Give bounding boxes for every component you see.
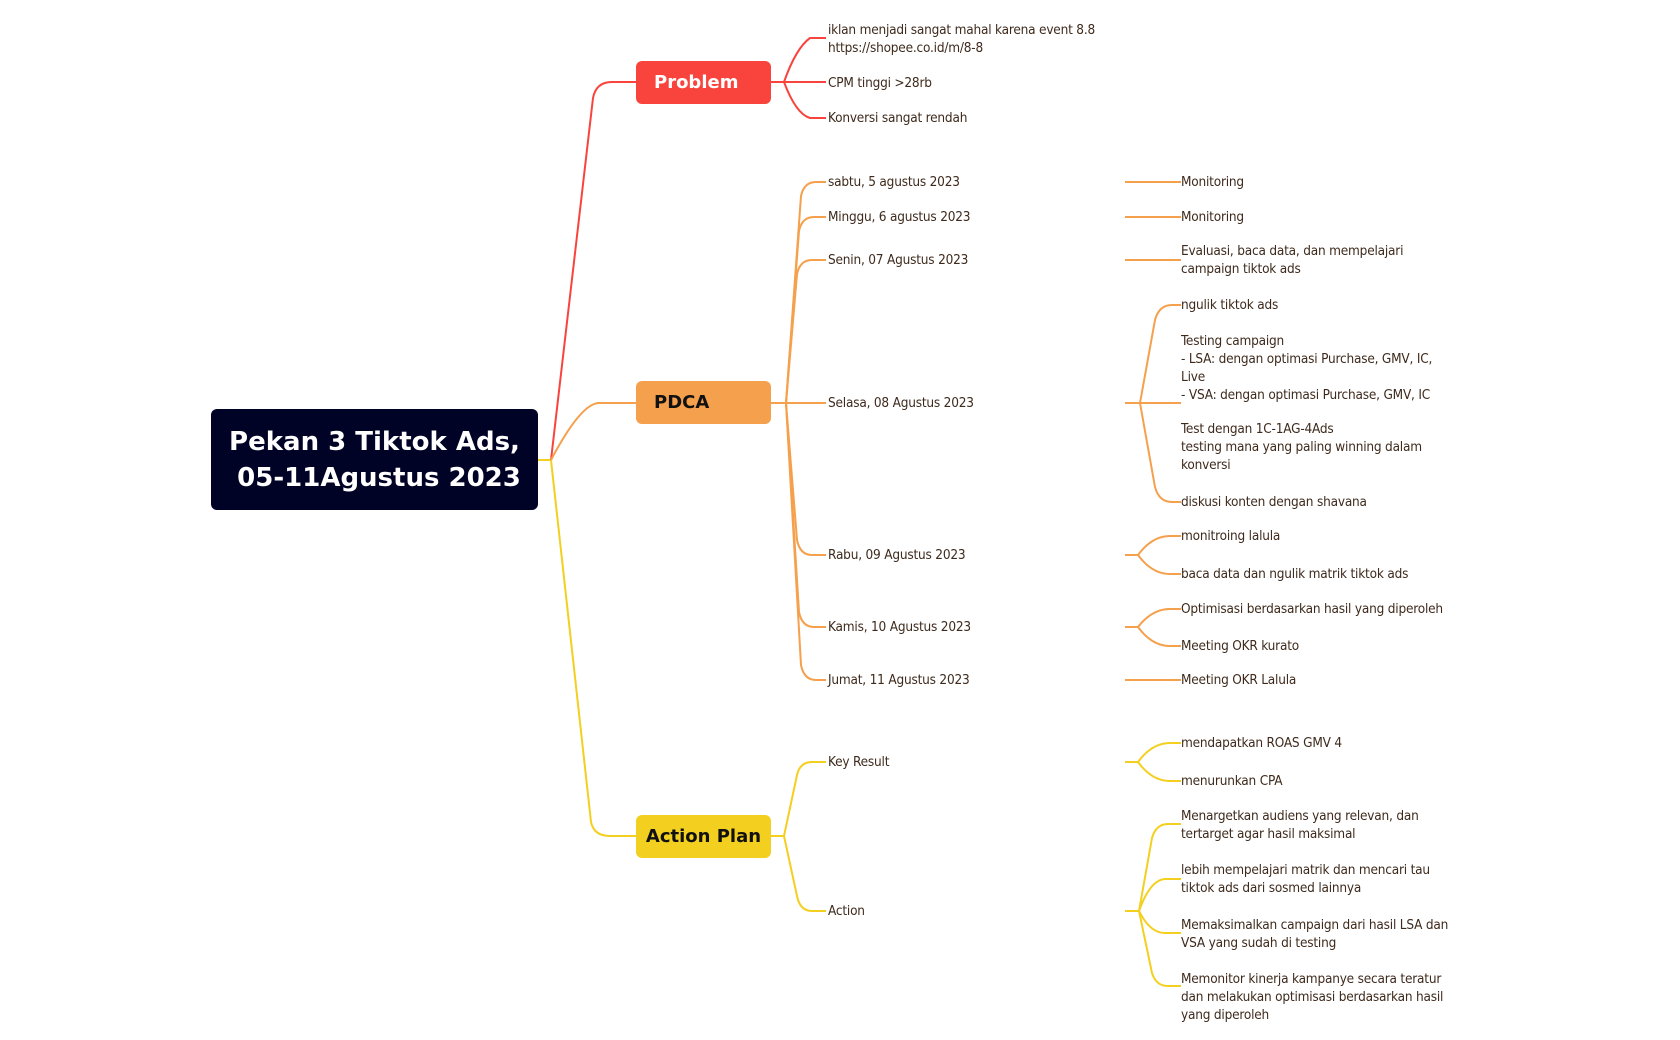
subtopic-date[interactable]: Jumat, 11 Agustus 2023 bbox=[828, 672, 970, 688]
action-item[interactable]: Memaksimalkan campaign dari hasil LSA da… bbox=[1181, 917, 1449, 951]
activity-item[interactable]: Evaluasi, baca data, dan mempelajari cam… bbox=[1181, 243, 1404, 277]
subtopic[interactable]: Action bbox=[828, 903, 865, 919]
activity-item[interactable]: Meeting OKR kurato bbox=[1181, 638, 1299, 654]
topic-pdca-label: PDCA bbox=[654, 392, 710, 413]
action-item[interactable]: Menargetkan audiens yang relevan, dan te… bbox=[1181, 808, 1419, 842]
activity-item[interactable]: Monitoring bbox=[1181, 209, 1244, 225]
activity-item[interactable]: diskusi konten dengan shavana bbox=[1181, 494, 1367, 510]
key-result-item[interactable]: mendapatkan ROAS GMV 4 bbox=[1181, 735, 1342, 751]
root-topic[interactable]: Pekan 3 Tiktok Ads, 05-11Agustus 2023 bbox=[211, 409, 538, 510]
activity-item[interactable]: monitroing lalula bbox=[1181, 528, 1281, 544]
activity-item[interactable]: Testing campaign - LSA: dengan optimasi … bbox=[1181, 333, 1433, 403]
subtopic-date[interactable]: Senin, 07 Agustus 2023 bbox=[828, 252, 969, 268]
subtopic-date[interactable]: Rabu, 09 Agustus 2023 bbox=[828, 547, 966, 563]
topic-action-plan-label: Action Plan bbox=[645, 826, 762, 847]
subtopic-date[interactable]: sabtu, 5 agustus 2023 bbox=[828, 174, 960, 190]
activity-item[interactable]: Monitoring bbox=[1181, 174, 1244, 190]
subtopic-date[interactable]: Selasa, 08 Agustus 2023 bbox=[828, 395, 974, 411]
subtopic[interactable]: CPM tinggi >28rb bbox=[828, 75, 932, 91]
topic-problem-label: Problem bbox=[654, 72, 739, 93]
activity-item[interactable]: Meeting OKR Lalula bbox=[1181, 672, 1297, 688]
activity-item[interactable]: ngulik tiktok ads bbox=[1181, 297, 1279, 313]
subtopic[interactable]: iklan menjadi sangat mahal karena event … bbox=[828, 22, 1095, 56]
action-item[interactable]: lebih mempelajari matrik dan mencari tau… bbox=[1181, 862, 1430, 896]
topic-problem[interactable]: Problem bbox=[636, 61, 771, 104]
action-item[interactable]: Memonitor kinerja kampanye secara teratu… bbox=[1181, 971, 1444, 1023]
activity-item[interactable]: Test dengan 1C-1AG-4Ads testing mana yan… bbox=[1181, 421, 1422, 473]
subtopic-date[interactable]: Kamis, 10 Agustus 2023 bbox=[828, 619, 971, 635]
subtopic[interactable]: Konversi sangat rendah bbox=[828, 110, 968, 126]
activity-item[interactable]: Optimisasi berdasarkan hasil yang dipero… bbox=[1181, 601, 1443, 617]
activity-item[interactable]: baca data dan ngulik matrik tiktok ads bbox=[1181, 566, 1409, 582]
topic-action-plan[interactable]: Action Plan bbox=[636, 815, 771, 858]
topic-pdca[interactable]: PDCA bbox=[636, 381, 771, 424]
key-result-item[interactable]: menurunkan CPA bbox=[1181, 773, 1283, 789]
root-topic-label: Pekan 3 Tiktok Ads, 05-11Agustus 2023 bbox=[229, 426, 521, 493]
subtopic-date[interactable]: Minggu, 6 agustus 2023 bbox=[828, 209, 971, 225]
subtopic[interactable]: Key Result bbox=[828, 754, 890, 770]
